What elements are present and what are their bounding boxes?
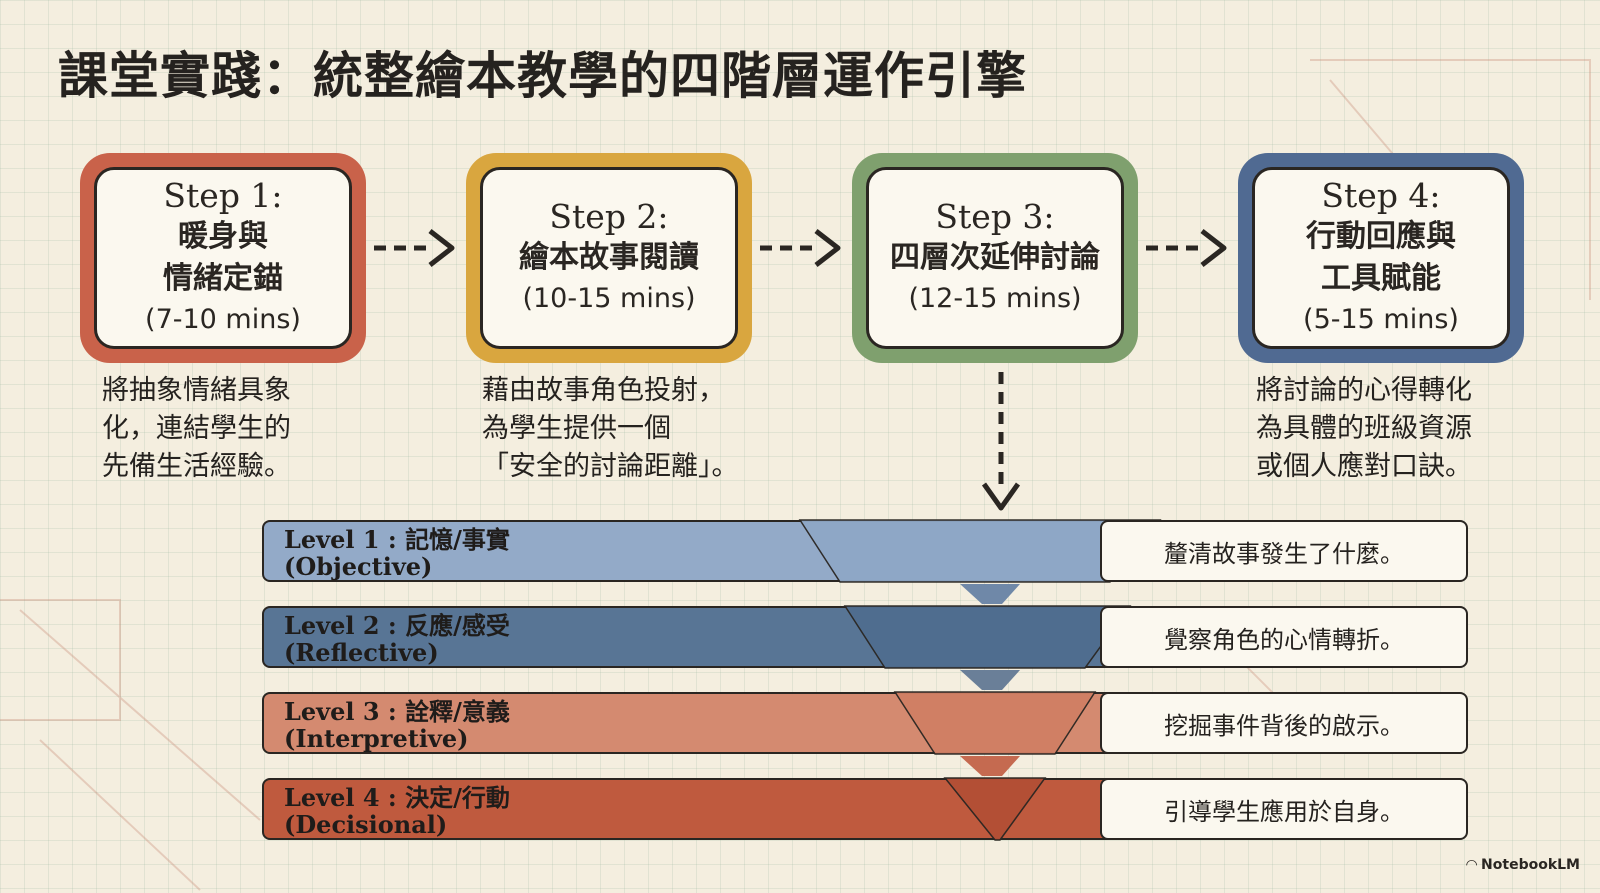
level-3-note: 挖掘事件背後的啟示。 xyxy=(1100,692,1468,754)
level-subtitle: (Interpretive) xyxy=(284,724,469,753)
step-2-description: 藉由故事角色投射， 為學生提供一個 「安全的討論距離」。 xyxy=(482,375,739,482)
step-name: 四層次延伸討論 xyxy=(890,240,1100,275)
step-label: Step 1: xyxy=(163,176,283,215)
level-title: Level 1 : 記憶/事實 xyxy=(284,525,510,554)
step-time: (5-15 mins) xyxy=(1303,304,1459,335)
level-2-note: 覺察角色的心情轉折。 xyxy=(1100,606,1468,668)
page-title: 課堂實踐：統整繪本教學的四階層運作引擎 xyxy=(58,47,1027,105)
step-4-box: Step 4: 行動回應與 工具賦能 (5-15 mins) xyxy=(1238,153,1524,363)
level-title: Level 2 : 反應/感受 xyxy=(284,611,510,640)
brand-name: NotebookLM xyxy=(1481,857,1580,873)
step-2-box: Step 2: 繪本故事閱讀 (10-15 mins) xyxy=(466,153,752,363)
level-subtitle: (Reflective) xyxy=(284,638,439,667)
arrow-right-icon xyxy=(760,229,841,267)
step-1-box: Step 1: 暖身與 情緒定錨 (7-10 mins) xyxy=(80,153,366,363)
step-time: (7-10 mins) xyxy=(145,304,301,335)
level-1-label: Level 1 : 記憶/事實 (Objective) xyxy=(284,526,510,580)
notebooklm-logo-icon: ◠ xyxy=(1466,857,1478,873)
arrow-right-icon xyxy=(1146,229,1227,267)
level-1-note: 釐清故事發生了什麼。 xyxy=(1100,520,1468,582)
step-label: Step 3: xyxy=(935,197,1055,236)
step-time: (12-15 mins) xyxy=(908,283,1082,314)
step-3-box: Step 3: 四層次延伸討論 (12-15 mins) xyxy=(852,153,1138,363)
arrow-right-icon xyxy=(374,229,455,267)
level-title: Level 3 : 詮釋/意義 xyxy=(284,697,510,726)
level-3-label: Level 3 : 詮釋/意義 (Interpretive) xyxy=(284,698,510,752)
level-title: Level 4 : 決定/行動 xyxy=(284,783,510,812)
level-subtitle: (Decisional) xyxy=(284,810,448,839)
level-2-label: Level 2 : 反應/感受 (Reflective) xyxy=(284,612,510,666)
level-4-label: Level 4 : 決定/行動 (Decisional) xyxy=(284,784,510,838)
step-name: 行動回應與 工具賦能 xyxy=(1306,219,1456,296)
level-4-note: 引導學生應用於自身。 xyxy=(1100,778,1468,840)
step-label: Step 2: xyxy=(549,197,669,236)
step-label: Step 4: xyxy=(1321,176,1441,215)
level-subtitle: (Objective) xyxy=(284,552,433,581)
step-time: (10-15 mins) xyxy=(522,283,696,314)
step-name: 暖身與 情緒定錨 xyxy=(163,219,283,296)
brand-watermark: ◠NotebookLM xyxy=(1466,857,1580,873)
arrow-down-icon xyxy=(981,372,1021,511)
step-name: 繪本故事閱讀 xyxy=(519,240,699,275)
step-1-description: 將抽象情緒具象 化，連結學生的 先備生活經驗。 xyxy=(102,375,291,482)
step-4-description: 將討論的心得轉化 為具體的班級資源 或個人應對口訣。 xyxy=(1256,375,1472,482)
